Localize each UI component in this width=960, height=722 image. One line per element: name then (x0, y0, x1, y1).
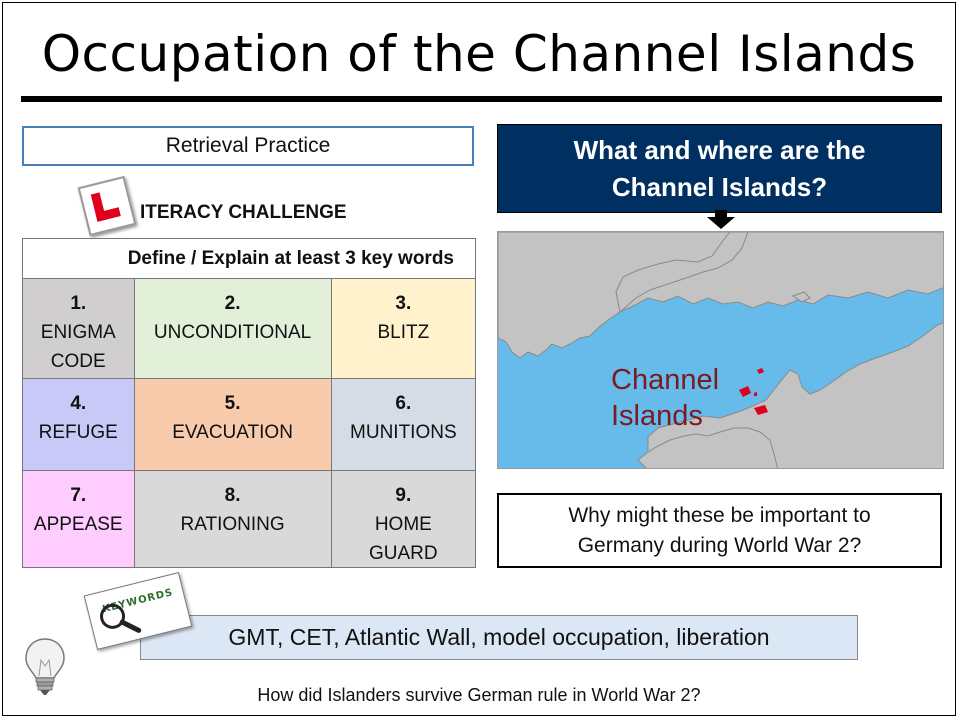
grid-row: 1. ENIGMA CODE 2. UNCONDITIONAL 3. BLITZ (23, 279, 475, 379)
keywords-badge: KEYWORDS (83, 571, 193, 651)
key-word-number: 6. (395, 393, 412, 414)
key-word-text: REFUGE (38, 422, 118, 443)
key-words-grid: Define / Explain at least 3 key words 1.… (22, 238, 476, 568)
title-underline (21, 96, 942, 102)
grid-header: Define / Explain at least 3 key words (23, 239, 475, 279)
question-line-2: Channel Islands? (611, 171, 828, 202)
lightbulb-icon (25, 638, 65, 695)
map-brittany (637, 427, 779, 468)
l-letter-icon (90, 192, 121, 222)
map-image: Channel Islands (498, 232, 943, 468)
map-jersey (754, 405, 768, 415)
question-box: What and where are the Channel Islands? (497, 124, 942, 213)
key-word-text: RATIONING (180, 514, 285, 535)
magnifier-keywords-icon: KEYWORDS (100, 587, 174, 633)
key-word-number: 7. (70, 485, 87, 506)
map-england (498, 232, 943, 359)
key-word-text: GUARD (369, 543, 438, 564)
channel-islands-map: Channel Islands (497, 231, 944, 469)
grid-row: 7. APPEASE 8. RATIONING 9. HOME GUARD (23, 471, 475, 567)
key-word-number: 1. (70, 293, 87, 314)
key-word-text: EVACUATION (172, 422, 293, 443)
key-word-text: HOME (374, 514, 432, 535)
keywords-badge-text: KEYWORDS (101, 587, 174, 615)
key-word-cell: 6. MUNITIONS (331, 379, 475, 470)
key-word-cell: 4. REFUGE (23, 379, 135, 470)
footer-question: How did Islanders survive German rule in… (257, 685, 701, 705)
literacy-challenge-label: ITERACY CHALLENGE (140, 202, 347, 223)
key-word-cell: 9. HOME GUARD (331, 471, 475, 567)
map-sark (754, 392, 757, 396)
question-line-1: What and where are the (573, 134, 866, 165)
key-word-text: BLITZ (377, 322, 430, 343)
key-word-text: UNCONDITIONAL (153, 322, 312, 343)
down-arrow-icon (707, 210, 735, 229)
grid-rows: 1. ENIGMA CODE 2. UNCONDITIONAL 3. BLITZ 4. REFU… (23, 279, 475, 567)
why-line-2: Germany during World War 2? (577, 533, 862, 557)
key-word-text: APPEASE (33, 514, 123, 535)
key-word-cell: 2. UNCONDITIONAL (134, 279, 332, 378)
key-word-cell: 7. APPEASE (23, 471, 135, 567)
key-word-number: 2. (224, 293, 241, 314)
why-line-1: Why might these be important to (568, 503, 871, 527)
key-word-cell: 1. ENIGMA CODE (23, 279, 135, 378)
learner-plate-icon (77, 175, 137, 237)
key-word-cell: 5. EVACUATION (134, 379, 332, 470)
map-label-line-2: Islands (611, 400, 703, 432)
key-word-text: CODE (50, 351, 106, 372)
key-word-cell: 8. RATIONING (134, 471, 332, 567)
key-word-number: 4. (70, 393, 87, 414)
key-word-number: 9. (395, 485, 412, 506)
map-alderney (757, 368, 764, 374)
magnifier-handle (119, 619, 142, 633)
key-word-text: MUNITIONS (350, 422, 457, 443)
map-label-line-1: Channel (611, 364, 719, 396)
keywords-box: GMT, CET, Atlantic Wall, model occupatio… (140, 615, 858, 660)
key-word-number: 8. (224, 485, 241, 506)
retrieval-practice-box: Retrieval Practice (22, 126, 474, 166)
key-word-text: ENIGMA (40, 322, 116, 343)
page-title: Occupation of the Channel Islands (41, 25, 917, 83)
key-word-number: 5. (224, 393, 241, 414)
map-cornwall-bay (615, 232, 749, 313)
key-word-number: 3. (395, 293, 412, 314)
map-guernsey (739, 386, 751, 397)
key-word-cell: 3. BLITZ (331, 279, 475, 378)
why-important-box: Why might these be important to Germany … (497, 493, 942, 568)
grid-row: 4. REFUGE 5. EVACUATION 6. MUNITIONS (23, 379, 475, 471)
map-isle-of-wight (791, 291, 811, 303)
magnifier-lens (100, 603, 126, 629)
